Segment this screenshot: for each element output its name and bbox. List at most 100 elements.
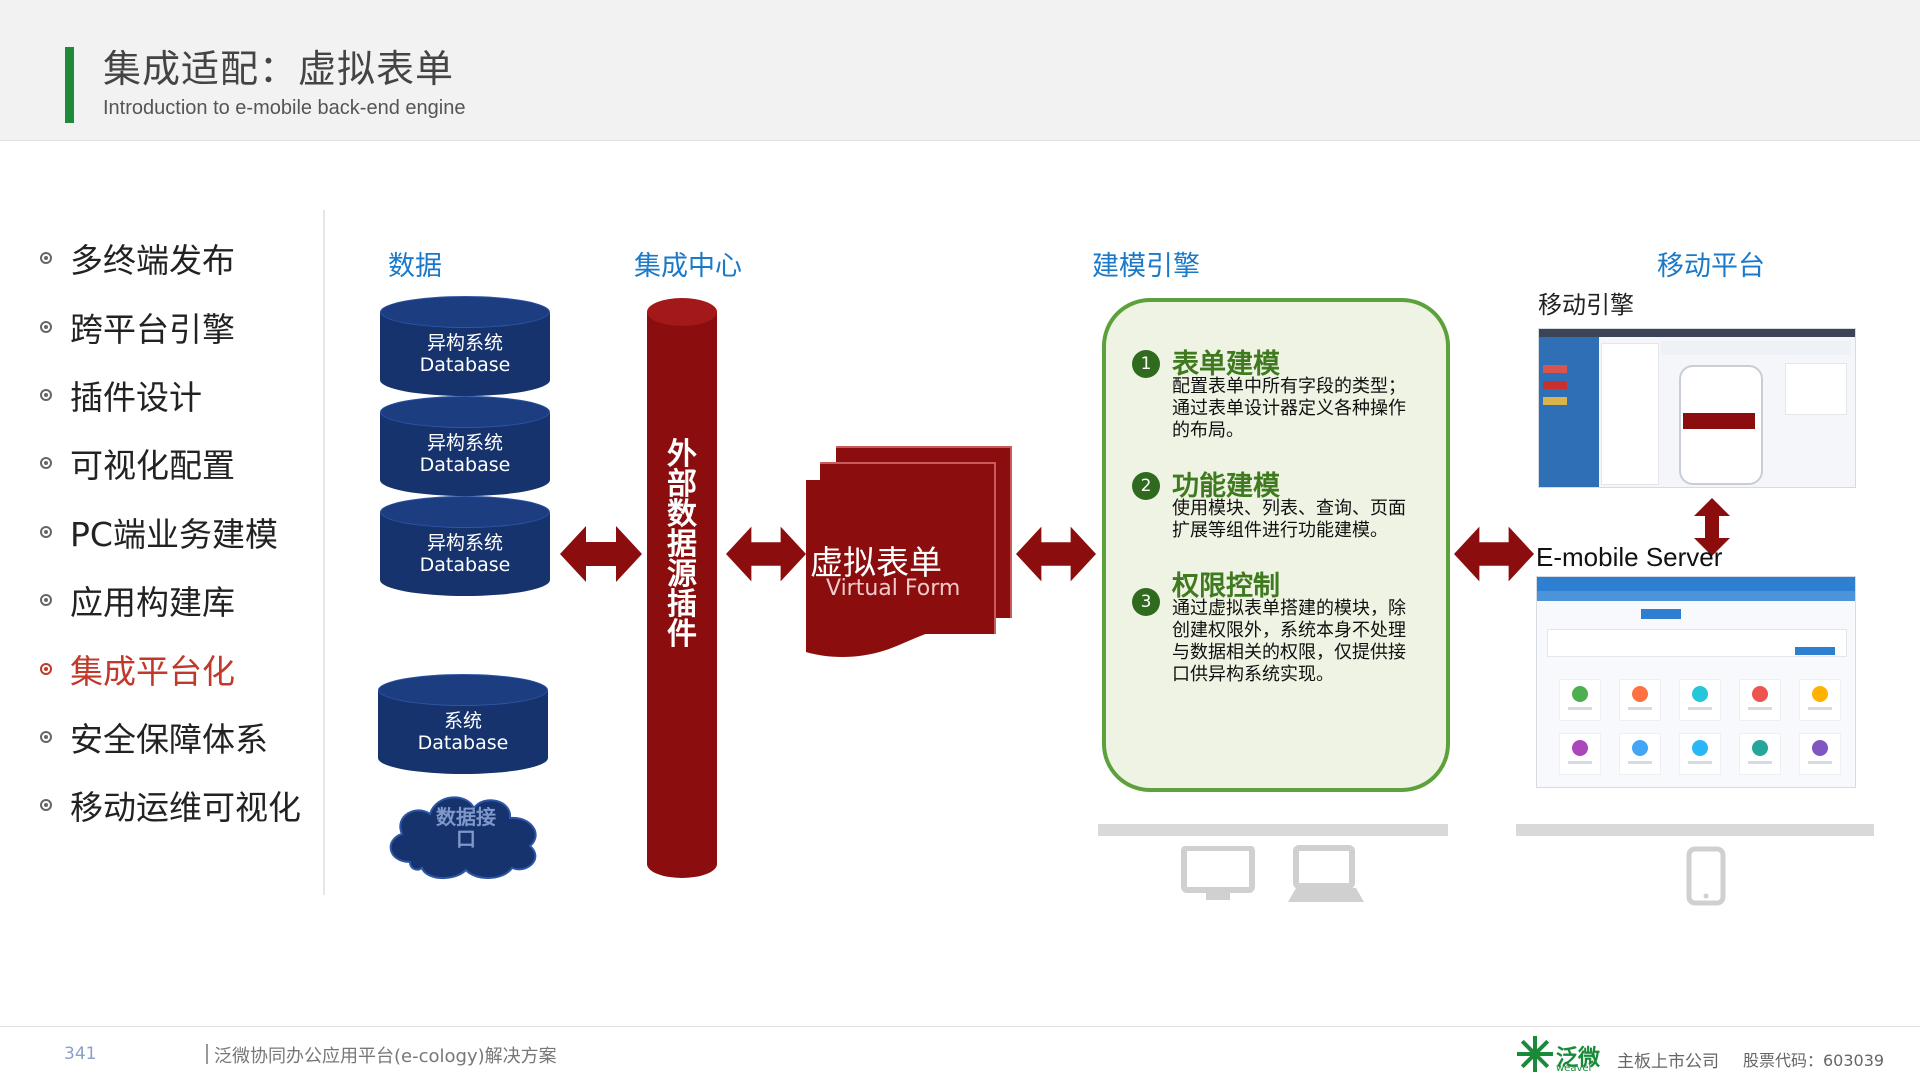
nav-item-label: 集成平台化 [70,651,235,691]
bullet-icon [40,388,52,401]
logo-subtext: weaver [1556,1063,1593,1074]
vertical-double-arrow-icon [1694,498,1730,556]
nav-divider [323,210,325,895]
plugin-pillar-top [647,298,717,326]
nav-item-label: 多终端发布 [70,241,235,281]
stock-code: 股票代码：603039 [1743,1051,1885,1070]
page-subtitle: Introduction to e-mobile back-end engine [103,97,466,119]
step-number-badge: 3 [1132,588,1160,616]
nav-item[interactable]: 集成平台化 [40,634,330,702]
step-description: 通过虚拟表单搭建的模块，除创建权限外，系统本身不处理与数据相关的权限，仅提供接口… [1172,598,1406,685]
footer-separator [206,1044,208,1064]
step-description: 使用模块、列表、查询、页面扩展等组件进行功能建模。 [1172,498,1406,541]
app-tile [1799,679,1841,721]
bullet-icon [40,320,52,333]
nav-item[interactable]: 安全保障体系 [40,703,330,771]
modeling-panel [1102,298,1450,792]
cloud-label: 数据接口 [436,805,496,851]
header-band [0,0,1920,141]
step-title: 表单建模 [1172,349,1280,380]
virtual-form-title: 虚拟表单 [810,543,942,582]
mobile-engine-label: 移动引擎 [1538,291,1634,319]
weaver-logo-icon [1517,1036,1553,1072]
nav-item-label: 可视化配置 [70,446,235,486]
nav-item-label: 安全保障体系 [70,719,268,759]
virtual-form-page [806,480,982,657]
bullet-icon [40,799,52,812]
title-accent-bar [65,47,74,123]
nav-item-label: 跨平台引擎 [70,309,235,349]
app-tile [1799,733,1841,775]
section-mobile-platform: 移动平台 [1657,251,1765,282]
nav-item-label: PC端业务建模 [70,514,278,554]
bullet-icon [40,662,52,675]
database-line2: Database [419,554,511,576]
nav-item-label: 插件设计 [70,377,202,417]
page-number: 341 [64,1044,97,1064]
desktop-device-bar [1098,824,1448,836]
plugin-pillar-base [647,850,717,878]
bullet-icon [40,252,52,265]
nav-item[interactable]: 插件设计 [40,361,330,429]
laptop-icon [1288,845,1364,902]
nav-item[interactable]: 应用构建库 [40,566,330,634]
bullet-icon [40,525,52,538]
app-tile [1559,679,1601,721]
app-tile [1679,733,1721,775]
page-title: 集成适配：虚拟表单 [103,47,455,91]
step-number-badge: 1 [1132,350,1160,378]
section-modeling-engine: 建模引擎 [1092,251,1200,282]
phone-icon [1686,846,1726,906]
database-line1: 异构系统 [426,332,503,354]
plugin-pillar [647,312,717,864]
nav-item[interactable]: 移动运维可视化 [40,771,330,839]
app-tile [1619,733,1661,775]
emobile-server-label: E-mobile Server [1536,542,1723,572]
step-description: 配置表单中所有字段的类型；通过表单设计器定义各种操作的布局。 [1172,376,1406,441]
nav-item[interactable]: PC端业务建模 [40,498,330,566]
database-line2: Database [419,354,511,376]
bullet-icon [40,730,52,743]
app-tile [1679,679,1721,721]
monitor-icon [1181,846,1255,900]
mobile-device-bar [1516,824,1874,836]
bullet-icon [40,594,52,607]
nav-item[interactable]: 可视化配置 [40,429,330,497]
double-arrow-2-icon [726,526,806,582]
section-data: 数据 [388,251,442,282]
double-arrow-3-icon [1016,526,1096,582]
double-arrow-4-icon [1454,526,1534,582]
mobile-engine-screenshot [1538,328,1856,488]
app-tile [1739,679,1781,721]
database-line2: Database [417,732,509,754]
nav-item[interactable]: 多终端发布 [40,224,330,292]
company-label: 主板上市公司 [1617,1052,1719,1072]
app-tile [1739,733,1781,775]
virtual-form-subtitle: Virtual Form [826,576,961,601]
nav-item[interactable]: 跨平台引擎 [40,292,330,360]
nav-item-label: 应用构建库 [70,583,235,623]
app-tile [1559,733,1601,775]
logo-text: 泛微 [1556,1046,1601,1071]
emobile-server-screenshot [1536,576,1856,788]
database-line1: 异构系统 [426,532,503,554]
step-number-badge: 2 [1132,472,1160,500]
section-integration-center: 集成中心 [634,251,742,282]
footer-text: 泛微协同办公应用平台(e-cology)解决方案 [214,1046,557,1067]
bullet-icon [40,457,52,470]
database-line2: Database [419,454,511,476]
app-tile [1619,679,1661,721]
topic-nav: 多终端发布跨平台引擎插件设计可视化配置 PC端业务建模应用构建库集成平台化安全保障… [40,224,330,840]
double-arrow-1-icon [560,526,642,582]
data-interface-cloud [389,796,537,879]
step-title: 功能建模 [1172,471,1280,502]
nav-item-label: 移动运维可视化 [70,788,301,828]
step-title: 权限控制 [1172,571,1280,602]
footer-divider [0,1026,1920,1027]
database-line1: 系统 [443,710,482,732]
pillar-label: 外部数据源插件 [667,437,697,652]
